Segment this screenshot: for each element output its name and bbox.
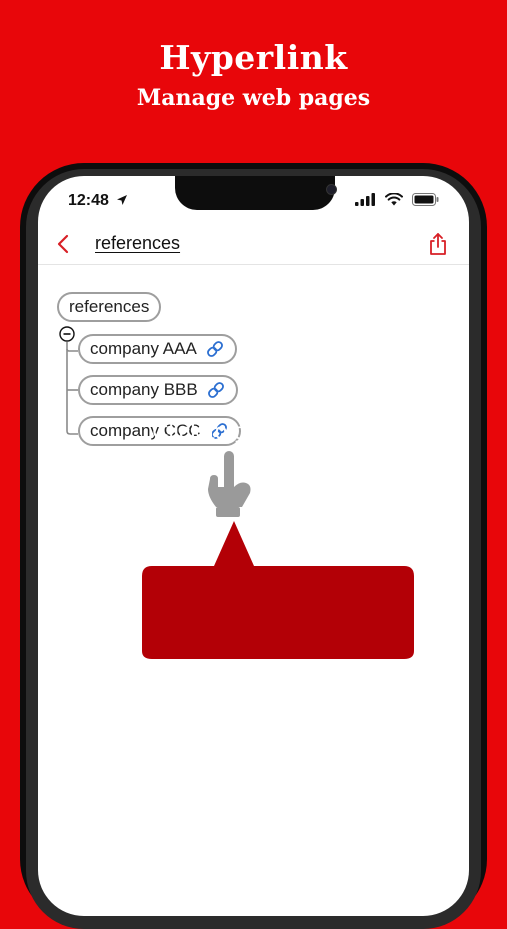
location-arrow-icon [117,195,128,205]
camera-icon [326,184,337,195]
node-company-aaa[interactable]: company AAA [78,334,237,364]
phone-screen: 12:48 references [38,176,469,916]
node-label: company AAA [90,339,197,358]
status-time: 12:48 [68,192,128,210]
wifi-icon [384,192,403,206]
notch [175,176,337,210]
node-company-bbb[interactable]: company BBB [78,375,238,405]
node-label: company BBB [90,380,198,399]
nav-title: references [95,233,181,253]
promo-subtitle: Manage web pages [136,85,371,111]
tooltip-text: Click to go to link [152,418,326,444]
battery-icon [412,193,439,206]
chevron-left-icon[interactable] [56,234,70,254]
tree-connector-lines [66,342,78,435]
tooltip-callout [142,521,414,659]
root-node-references[interactable]: references [57,292,162,322]
navigation-bar: references [38,226,469,265]
status-time-text: 12:48 [68,192,109,209]
link-icon[interactable] [209,421,229,441]
pointing-hand-icon [208,451,251,517]
link-icon[interactable] [206,380,226,400]
status-icons [355,192,439,207]
signal-icon [355,193,376,206]
collapse-icon[interactable] [59,326,75,342]
promo-title: Hyperlink [159,38,348,77]
node-label: company CCC [90,421,201,440]
link-icon[interactable] [205,339,225,359]
root-node-label: references [69,297,150,316]
node-company-ccc[interactable]: company CCC [78,416,241,446]
share-icon[interactable] [427,232,449,256]
